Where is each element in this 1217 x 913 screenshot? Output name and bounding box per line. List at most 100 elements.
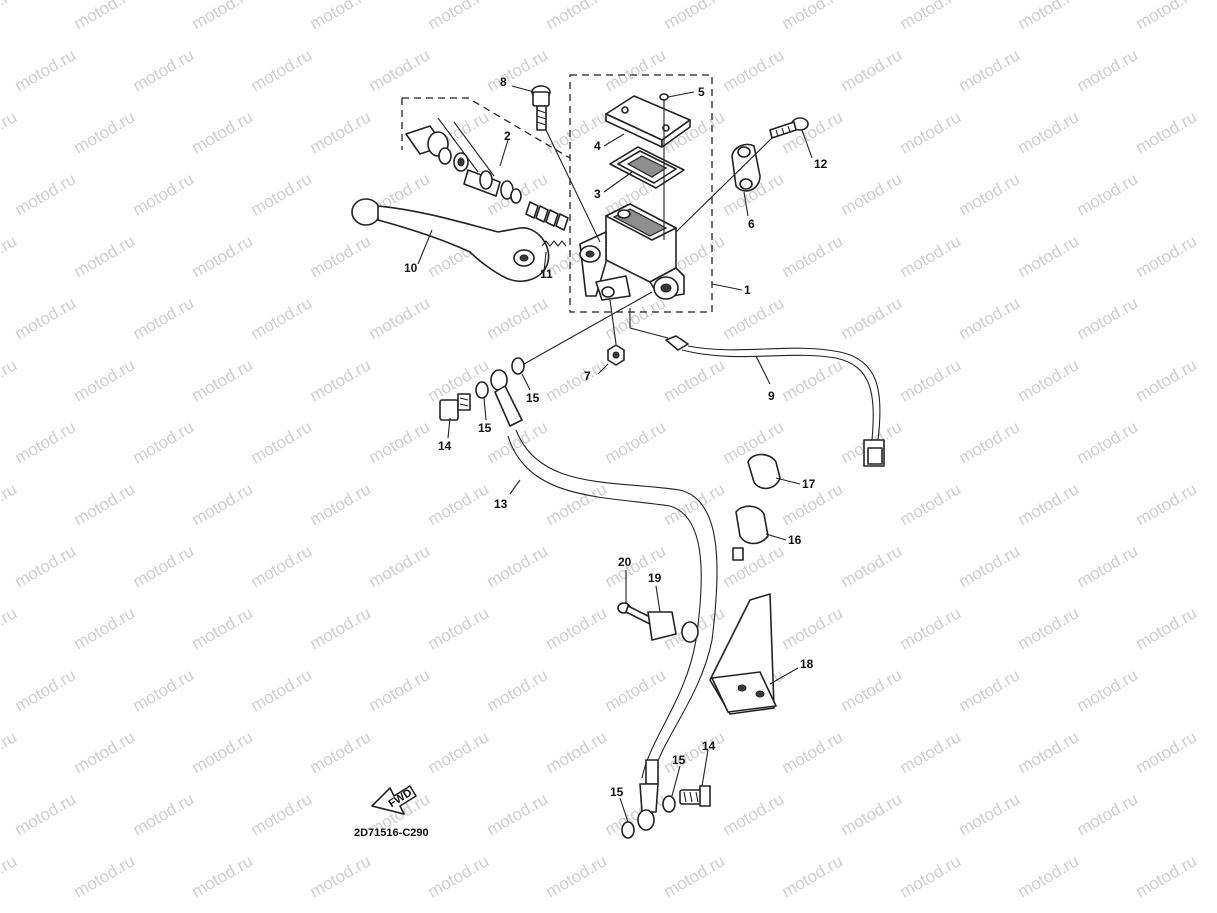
- watermark-text: motod.ru: [12, 789, 80, 839]
- master-cylinder-part-1[interactable]: [579, 203, 685, 301]
- union-bolt-part-14-upper[interactable]: [439, 393, 471, 421]
- callout-12: 12: [814, 157, 828, 171]
- watermark-text: motod.ru: [189, 479, 257, 529]
- callout-15-d: 15: [610, 785, 624, 799]
- brake-switch-part-9[interactable]: [665, 335, 885, 467]
- watermark-text: motod.ru: [12, 417, 80, 467]
- watermark-text: motod.ru: [71, 727, 139, 777]
- callout-10: 10: [404, 261, 418, 275]
- watermark-text: motod.ru: [130, 541, 198, 591]
- callout-9: 9: [768, 389, 775, 403]
- watermark-text: motod.ru: [484, 293, 552, 343]
- callout-19: 19: [648, 571, 662, 585]
- watermark-text: motod.ru: [838, 293, 906, 343]
- watermark-text: motod.ru: [12, 45, 80, 95]
- watermark-text: motod.ru: [1015, 0, 1083, 33]
- watermark-text: motod.ru: [1015, 727, 1083, 777]
- watermark-text: motod.ru: [956, 789, 1024, 839]
- watermark-text: motod.ru: [130, 45, 198, 95]
- watermark-text: motod.ru: [956, 169, 1024, 219]
- watermark-text: motod.ru: [543, 727, 611, 777]
- watermark-text: motod.ru: [720, 45, 788, 95]
- banjo-bolt-part-8[interactable]: [531, 85, 551, 131]
- watermark-text: motod.ru: [779, 231, 847, 281]
- watermark-text: motod.ru: [189, 603, 257, 653]
- watermark-text: motod.ru: [248, 541, 316, 591]
- watermark-text: motod.ru: [307, 231, 375, 281]
- watermark-text: motod.ru: [897, 231, 965, 281]
- watermark-text: motod.ru: [71, 231, 139, 281]
- watermark-text: motod.ru: [1133, 603, 1201, 653]
- reservoir-cap-part-4[interactable]: [605, 95, 691, 148]
- watermark-text: motod.ru: [956, 417, 1024, 467]
- watermark-text: motod.ru: [897, 107, 965, 157]
- watermark-text: motod.ru: [1133, 727, 1201, 777]
- hose-guide-part-19[interactable]: [647, 611, 699, 643]
- callout-15-a: 15: [478, 421, 492, 435]
- union-bolt-part-14-lower[interactable]: [679, 785, 711, 807]
- watermark-text: motod.ru: [189, 851, 257, 901]
- watermark-text: motod.ru: [366, 45, 434, 95]
- bracket-part-18[interactable]: [709, 593, 777, 715]
- callout-18: 18: [800, 657, 814, 671]
- watermark-text: motod.ru: [0, 727, 20, 777]
- callout-3: 3: [594, 187, 601, 201]
- watermark-text: motod.ru: [0, 0, 20, 33]
- watermark-text: motod.ru: [248, 169, 316, 219]
- watermark-text: motod.ru: [189, 355, 257, 405]
- watermark-text: motod.ru: [307, 0, 375, 33]
- watermark-text: motod.ru: [1015, 851, 1083, 901]
- watermark-text: motod.ru: [1074, 169, 1142, 219]
- watermark-text: motod.ru: [602, 45, 670, 95]
- watermark-text: motod.ru: [897, 355, 965, 405]
- watermark-text: motod.ru: [425, 479, 493, 529]
- watermark-text: motod.ru: [779, 0, 847, 33]
- holder-clamp-part-6[interactable]: [731, 143, 761, 192]
- watermark-text: motod.ru: [602, 665, 670, 715]
- watermark-text: motod.ru: [248, 293, 316, 343]
- watermark-text: motod.ru: [425, 851, 493, 901]
- callout-15-c: 15: [672, 753, 686, 767]
- watermark-text: motod.ru: [307, 603, 375, 653]
- piston-kit-part-2[interactable]: [405, 117, 569, 231]
- watermark-text: motod.ru: [307, 479, 375, 529]
- brake-lever-part-10[interactable]: [351, 198, 550, 282]
- nut-part-7[interactable]: [607, 344, 625, 366]
- watermark-text: motod.ru: [779, 727, 847, 777]
- watermark-text: motod.ru: [720, 293, 788, 343]
- holder-part-16[interactable]: [732, 505, 769, 561]
- watermark-text: motod.ru: [956, 541, 1024, 591]
- watermark-text: motod.ru: [0, 479, 20, 529]
- watermark-text: motod.ru: [484, 789, 552, 839]
- callout-14-upper: 14: [438, 439, 452, 453]
- bolt-part-20[interactable]: [617, 602, 653, 625]
- watermark-text: motod.ru: [0, 107, 20, 157]
- callout-14-lower: 14: [702, 739, 716, 753]
- watermark-text: motod.ru: [1133, 231, 1201, 281]
- watermark-text: motod.ru: [307, 727, 375, 777]
- clamp-bolt-part-12[interactable]: [769, 117, 809, 139]
- gasket-part-15[interactable]: [475, 357, 676, 839]
- watermark-text: motod.ru: [0, 231, 20, 281]
- spring-part-11[interactable]: [541, 240, 567, 247]
- watermark-text: motod.ru: [189, 231, 257, 281]
- watermark-text: motod.ru: [248, 665, 316, 715]
- watermark-text: motod.ru: [897, 0, 965, 33]
- watermark-text: motod.ru: [1015, 479, 1083, 529]
- watermark-text: motod.ru: [956, 293, 1024, 343]
- brake-hose-part-13[interactable]: [490, 369, 718, 831]
- callout-20: 20: [618, 555, 632, 569]
- watermark-text: motod.ru: [1074, 293, 1142, 343]
- hose-clamp-part-17[interactable]: [747, 453, 781, 490]
- watermark-text: motod.ru: [425, 603, 493, 653]
- callout-17: 17: [802, 477, 816, 491]
- watermark-text: motod.ru: [779, 851, 847, 901]
- watermark-text: motod.ru: [838, 169, 906, 219]
- watermark-text: motod.ru: [1015, 231, 1083, 281]
- callout-2: 2: [504, 129, 511, 143]
- watermark-text: motod.ru: [661, 851, 729, 901]
- watermark-text: motod.ru: [661, 0, 729, 33]
- diaphragm-part-3[interactable]: [609, 146, 685, 189]
- watermark-text: motod.ru: [602, 417, 670, 467]
- watermark-text: motod.ru: [1074, 665, 1142, 715]
